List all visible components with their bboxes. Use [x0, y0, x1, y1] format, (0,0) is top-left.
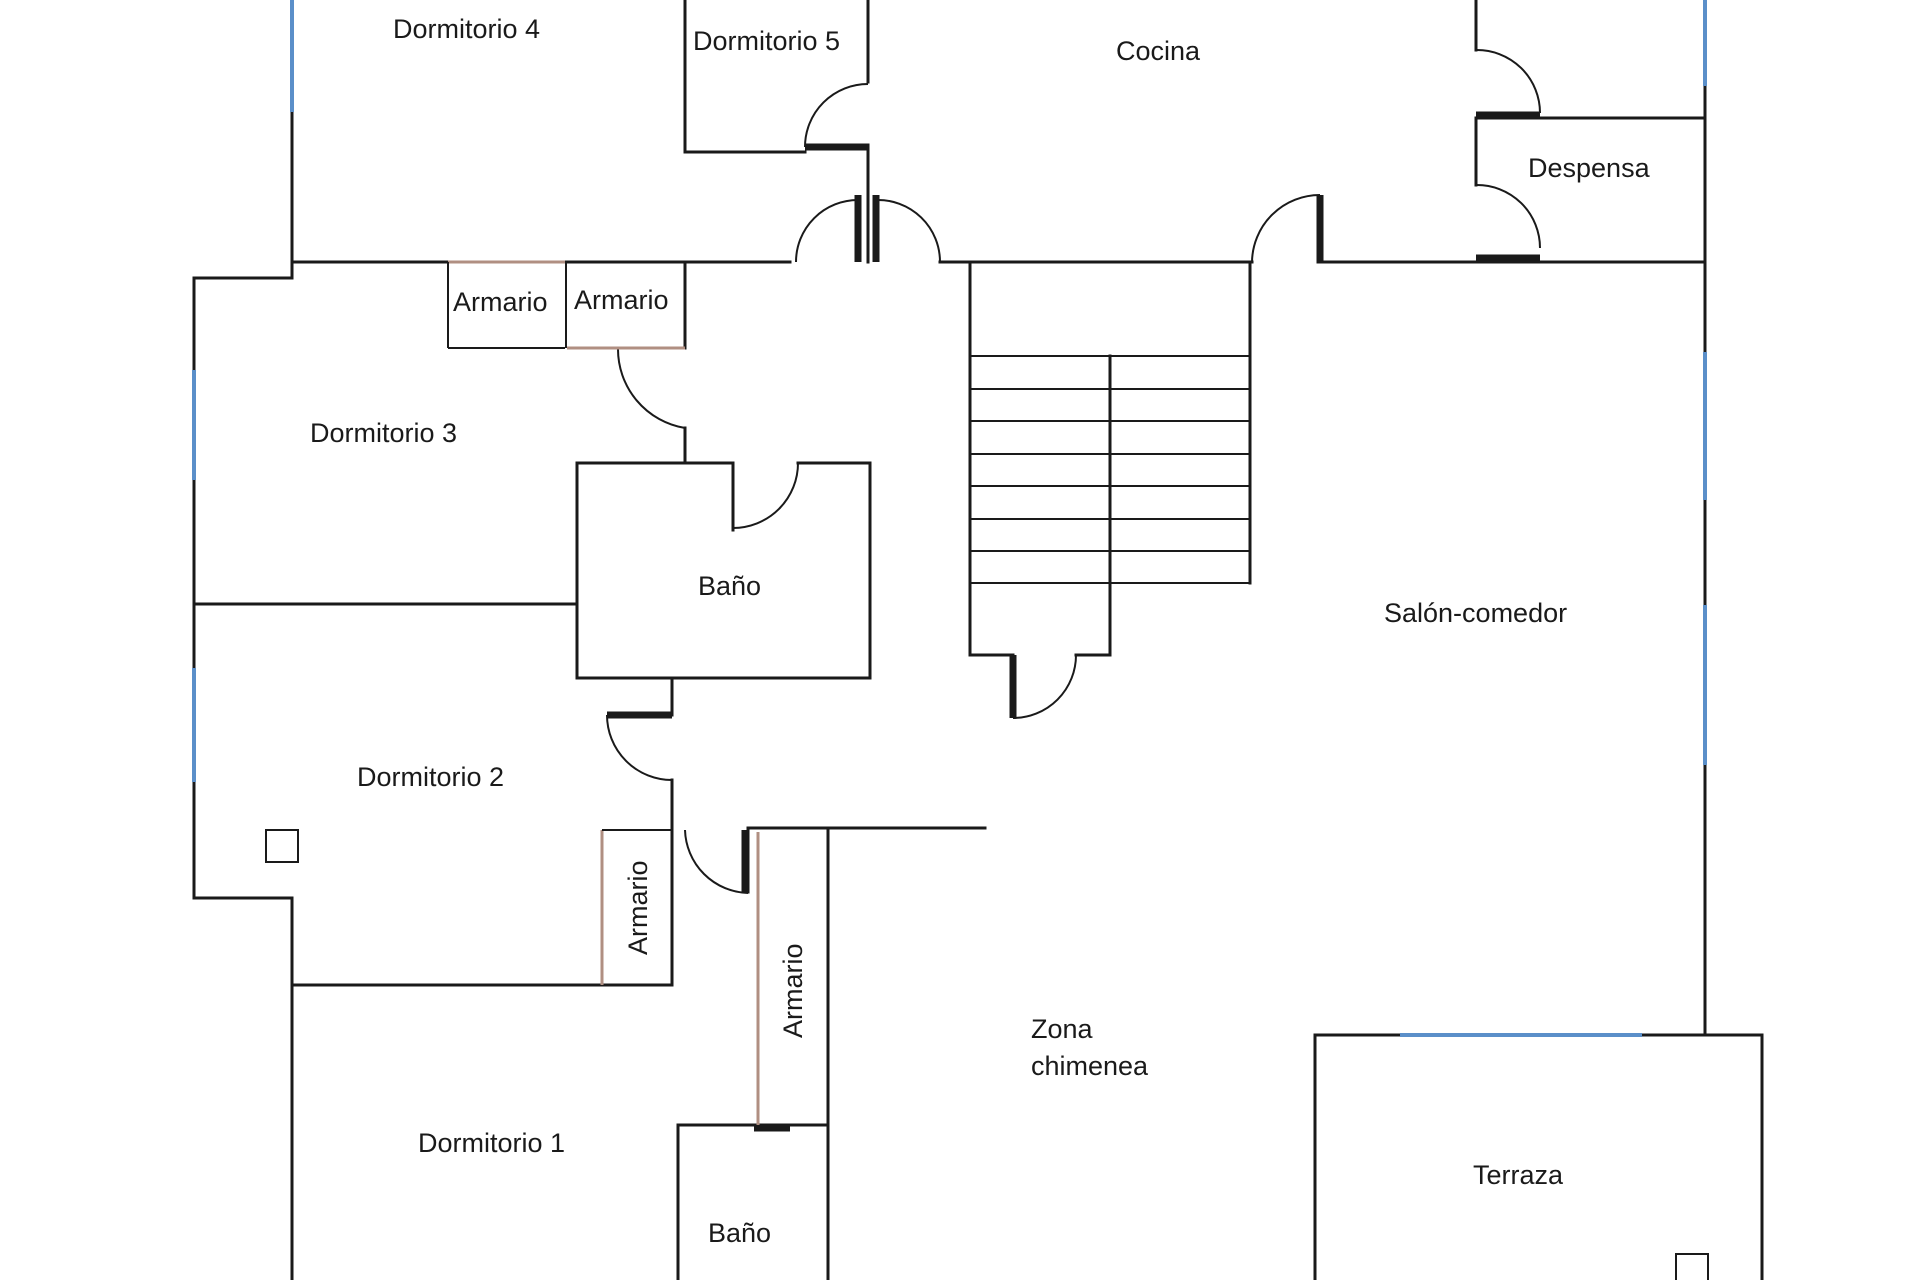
label-dormitorio-2: Dormitorio 2	[357, 762, 504, 792]
label-salon-comedor: Salón-comedor	[1384, 598, 1567, 628]
label-dormitorio-3: Dormitorio 3	[310, 418, 457, 448]
label-armario-b: Armario	[574, 285, 669, 315]
windows	[192, 0, 1707, 1037]
label-dormitorio-5: Dormitorio 5	[693, 26, 840, 56]
label-bano-1: Baño	[698, 571, 761, 601]
label-dormitorio-1: Dormitorio 1	[418, 1128, 565, 1158]
label-cocina: Cocina	[1116, 36, 1201, 66]
label-despensa: Despensa	[1528, 153, 1651, 183]
walls	[192, 0, 1764, 1280]
label-armario-c: Armario	[623, 860, 653, 955]
wardrobes	[447, 260, 760, 1125]
label-bano-2: Baño	[708, 1218, 771, 1248]
label-zona-chimenea-line1: Zona	[1031, 1014, 1094, 1044]
label-armario-a: Armario	[453, 287, 548, 317]
staircase	[968, 260, 1252, 657]
label-zona-chimenea-line2: chimenea	[1031, 1051, 1149, 1081]
label-armario-d: Armario	[778, 943, 808, 1038]
door-swings	[606, 48, 1541, 894]
label-terraza: Terraza	[1473, 1160, 1564, 1190]
room-labels: Dormitorio 4 Dormitorio 5 Cocina Despens…	[310, 14, 1651, 1248]
door-jambs	[607, 111, 1540, 1132]
label-dormitorio-4: Dormitorio 4	[393, 14, 540, 44]
